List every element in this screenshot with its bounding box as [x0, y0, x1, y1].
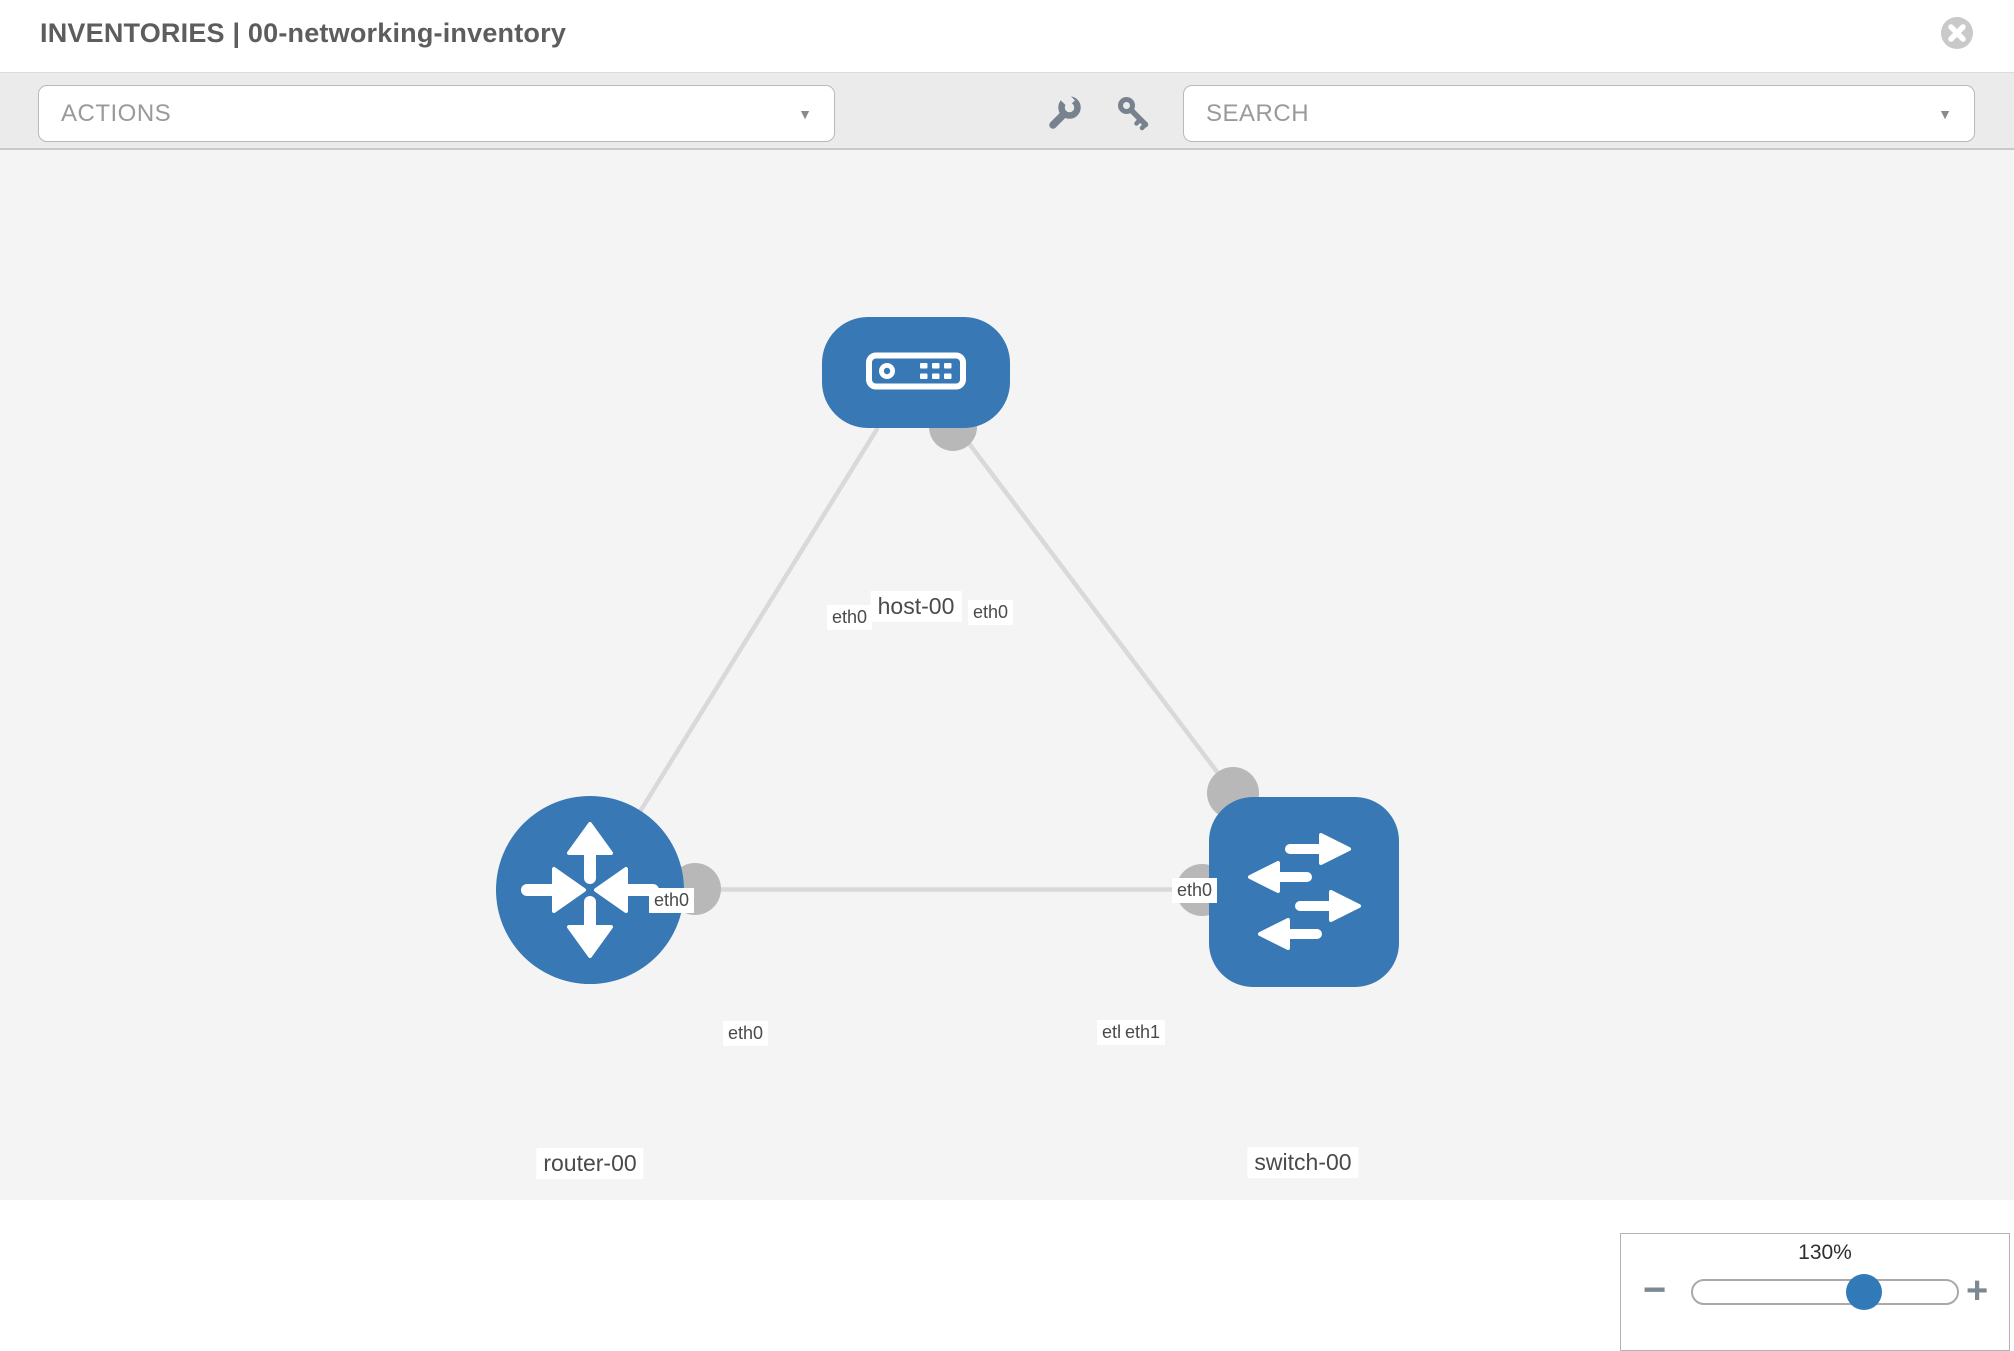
wrench-icon: [1049, 92, 1081, 129]
topology-svg: [496, 317, 1399, 987]
node-label-router: router-00: [536, 1148, 644, 1179]
close-button[interactable]: [1940, 16, 1974, 50]
page-title: INVENTORIES | 00-networking-inventory: [40, 18, 567, 48]
actions-dropdown[interactable]: ACTIONS ▼: [38, 85, 835, 142]
switch-arrows-icon: [1248, 833, 1361, 950]
link-host-switch[interactable]: [952, 422, 1236, 796]
server-icon: [866, 352, 966, 390]
topology-canvas[interactable]: host-00 router-00 switch-00 eth0 eth0 et…: [0, 150, 2014, 1351]
zoom-out-button[interactable]: −: [1643, 1268, 1667, 1312]
if-label-router-to-switch: eth0: [723, 1021, 769, 1046]
zoom-panel: 130% − +: [1620, 1233, 2010, 1351]
chevron-down-icon: ▼: [1938, 105, 1952, 122]
node-router[interactable]: [496, 796, 684, 984]
zoom-level-value: 130%: [1798, 1241, 1852, 1264]
header-bar: INVENTORIES | 00-networking-inventory: [0, 0, 2014, 73]
node-switch[interactable]: [1209, 797, 1399, 987]
zoom-in-button[interactable]: +: [1966, 1270, 1989, 1312]
node-label-host: host-00: [870, 591, 962, 622]
close-icon: [1941, 17, 1973, 49]
actions-dropdown-label: ACTIONS: [61, 99, 172, 127]
router-arrows-icon: [521, 822, 659, 958]
if-label-switch-to-router: eth1: [1120, 1020, 1166, 1045]
chevron-down-icon: ▼: [798, 105, 812, 122]
if-label-host-to-router: eth0: [827, 605, 873, 630]
configure-button[interactable]: [1046, 92, 1082, 131]
zoom-slider-handle[interactable]: [1846, 1274, 1882, 1310]
credentials-button[interactable]: [1116, 95, 1152, 131]
key-icon: [1118, 97, 1149, 131]
node-host[interactable]: [822, 317, 1010, 428]
search-placeholder: SEARCH: [1206, 99, 1310, 127]
if-label-switch-to-host: eth0: [1172, 878, 1218, 903]
search-dropdown[interactable]: SEARCH ▼: [1183, 85, 1975, 142]
if-label-host-to-switch: eth0: [968, 600, 1014, 625]
toolbar: ACTIONS ▼ SEARCH ▼: [0, 73, 2014, 150]
node-label-switch: switch-00: [1247, 1147, 1359, 1178]
link-host-router[interactable]: [638, 426, 880, 813]
if-label-router-to-host: eth0: [649, 888, 695, 913]
zoom-slider-track[interactable]: [1691, 1279, 1959, 1305]
